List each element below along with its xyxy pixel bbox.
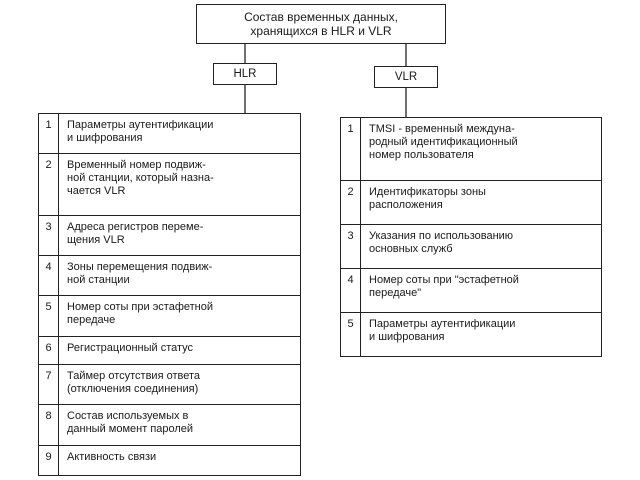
item-number: 2 bbox=[39, 154, 59, 216]
item-number: 5 bbox=[341, 313, 361, 356]
list-item: 3 Адреса регистров переме- щения VLR bbox=[39, 216, 300, 257]
list-item: 1 TMSI - временный междуна- родный идент… bbox=[341, 118, 601, 182]
item-text: Таймер отсутствия ответа (отключения сое… bbox=[67, 370, 201, 396]
item-text: Зоны перемещения подвиж- ной станции bbox=[67, 261, 213, 287]
list-item: 4 Зоны перемещения подвиж- ной станции bbox=[39, 256, 300, 297]
item-text: Временный номер подвиж- ной станции, кот… bbox=[67, 159, 214, 198]
hlr-label: HLR bbox=[233, 68, 257, 80]
list-item: 9 Активность связи bbox=[39, 445, 300, 475]
item-number: 8 bbox=[39, 405, 59, 445]
item-text: Состав используемых в данный момент паро… bbox=[67, 410, 194, 436]
item-text: TMSI - временный междуна- родный идентиф… bbox=[369, 123, 518, 161]
item-number: 4 bbox=[341, 269, 361, 313]
list-item: 5 Номер соты при эстафетной передаче bbox=[39, 296, 300, 337]
list-item: 3 Указания по использованию основных слу… bbox=[341, 225, 601, 270]
item-number: 3 bbox=[39, 216, 59, 256]
hlr-item-list: 1 Параметры аутентификации и шифрования … bbox=[38, 113, 301, 476]
list-item: 2 Временный номер подвиж- ной станции, к… bbox=[39, 154, 300, 217]
item-number: 1 bbox=[341, 118, 361, 181]
vlr-label: VLR bbox=[394, 71, 418, 83]
item-number: 6 bbox=[39, 336, 59, 365]
item-text: Регистрационный статус bbox=[67, 341, 194, 354]
hlr-label-box: HLR bbox=[213, 63, 277, 85]
list-item: 1 Параметры аутентификации и шифрования bbox=[39, 114, 300, 155]
item-text: Номер соты при "эстафетной передаче" bbox=[369, 274, 519, 300]
list-item: 4 Номер соты при "эстафетной передаче" bbox=[341, 269, 601, 314]
root-box: Состав временных данных, хранящихся в HL… bbox=[196, 4, 446, 44]
list-item: 6 Регистрационный статус bbox=[39, 336, 300, 366]
item-number: 5 bbox=[39, 296, 59, 336]
item-text: Параметры аутентификации и шифрования bbox=[369, 318, 516, 344]
list-item: 8 Состав используемых в данный момент па… bbox=[39, 405, 300, 446]
item-text: Адреса регистров переме- щения VLR bbox=[67, 221, 204, 247]
vlr-label-box: VLR bbox=[374, 66, 438, 88]
root-title: Состав временных данных, хранящихся в HL… bbox=[244, 10, 398, 38]
item-number: 7 bbox=[39, 365, 59, 405]
item-text: Указания по использованию основных служб bbox=[369, 230, 514, 256]
item-number: 1 bbox=[39, 114, 59, 154]
item-number: 4 bbox=[39, 256, 59, 296]
item-number: 9 bbox=[39, 445, 59, 475]
item-text: Активность связи bbox=[67, 450, 157, 463]
item-text: Идентификаторы зоны расположения bbox=[369, 186, 486, 212]
vlr-item-list: 1 TMSI - временный междуна- родный идент… bbox=[340, 117, 602, 357]
item-number: 3 bbox=[341, 225, 361, 269]
list-item: 2 Идентификаторы зоны расположения bbox=[341, 181, 601, 226]
item-text: Параметры аутентификации и шифрования bbox=[67, 119, 214, 144]
item-text: Номер соты при эстафетной передаче bbox=[67, 301, 214, 327]
list-item: 5 Параметры аутентификации и шифрования bbox=[341, 313, 601, 356]
list-item: 7 Таймер отсутствия ответа (отключения с… bbox=[39, 365, 300, 406]
item-number: 2 bbox=[341, 181, 361, 225]
